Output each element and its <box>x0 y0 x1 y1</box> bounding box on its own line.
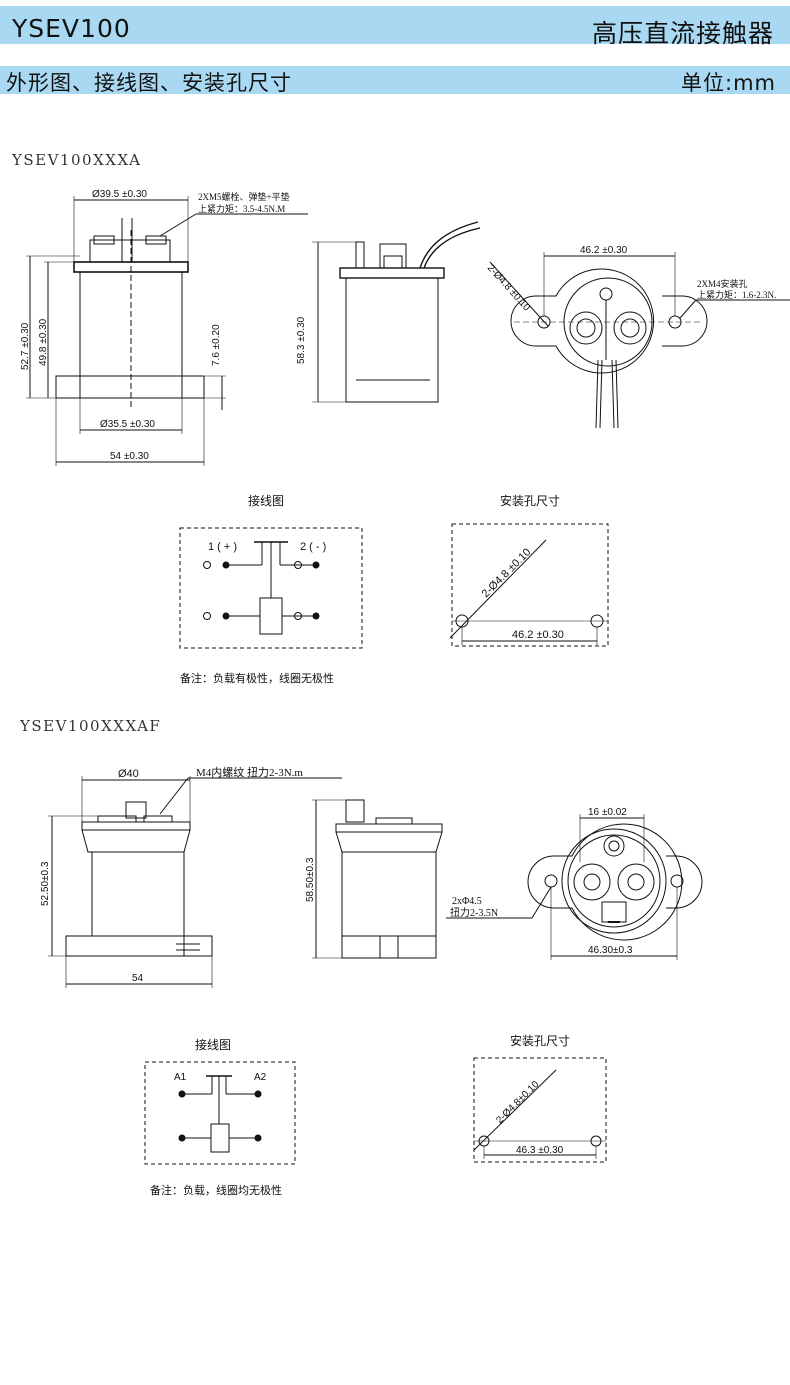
section-title: 外形图、接线图、安装孔尺寸 <box>6 71 292 95</box>
variant-af-wiring-caption: 接线图 <box>195 1038 232 1052</box>
af-thread-note: M4内螺纹 扭力2-3N.m <box>196 765 303 779</box>
variant-af-wiring-diagram: A1 A2 <box>144 1061 296 1165</box>
variant-a-wiring-note: 备注：负载有极性，线圈无极性 <box>180 672 334 685</box>
a-mount-note-2: 上紧力矩：1.6-2.3N. <box>697 289 776 300</box>
a-mount-note-1: 2XM4安装孔 <box>697 278 748 289</box>
a-bolt-note-1: 2XM5螺栓、弹垫+平垫 <box>198 191 290 202</box>
section-bar: 外形图、接线图、安装孔尺寸 单位:mm <box>0 66 790 95</box>
af-mount-span: 46.3 ±0.30 <box>516 1145 564 1156</box>
af-top-terminal-span: 16 ±0.02 <box>588 807 627 818</box>
af-terminal-a2: A2 <box>254 1072 267 1083</box>
af-hole-note-2: 扭力2-3.5N <box>450 906 498 919</box>
af-top-hole-span: 46.30±0.3 <box>588 945 633 956</box>
variant-a-mounting-caption: 安装孔尺寸 <box>500 494 561 508</box>
variant-af-top-view: 16 ±0.02 2xΦ4.5 扭力2-3.5N 46.30±0.3 <box>446 807 703 960</box>
a-front-flange-h: 7.6 ±0.20 <box>211 324 222 366</box>
variant-a-wiring-caption: 接线图 <box>248 494 285 508</box>
af-front-h-total: 52.50±0.3 <box>40 861 51 906</box>
unit-label: 单位:mm <box>681 71 776 95</box>
product-name: 高压直流接触器 <box>591 19 774 48</box>
a-front-h-total: 52.7 ±0.30 <box>20 322 31 370</box>
variant-af-title: YSEV100XXXAF <box>20 717 162 735</box>
variant-af-wiring-note: 备注：负载，线圈均无极性 <box>150 1184 282 1197</box>
a-front-base-w: 54 ±0.30 <box>110 451 149 462</box>
af-side-h-total: 58.50±0.3 <box>305 857 316 902</box>
a-front-top-dia: Ø39.5 ±0.30 <box>92 189 147 200</box>
variant-af-mounting-caption: 安装孔尺寸 <box>510 1034 571 1048</box>
af-front-top-dia: Ø40 <box>118 768 139 780</box>
a-bolt-note-2: 上紧力矩：3.5-4.5N.M <box>198 203 285 214</box>
a-side-h-total: 58.3 ±0.30 <box>296 316 307 364</box>
af-front-base-w: 54 <box>132 973 144 984</box>
a-top-hole-dia: 2-Ø4.8 ±0.10 <box>485 263 532 314</box>
a-terminal-1: 1 ( + ) <box>208 541 237 553</box>
variant-a-mounting-diagram: 2-Ø4.8 ±0.10 46.2 ±0.30 <box>449 523 609 647</box>
a-mount-span: 46.2 ±0.30 <box>512 629 564 641</box>
variant-a-wiring-diagram: 1 ( + ) 2 ( - ) <box>179 527 363 649</box>
a-terminal-2: 2 ( - ) <box>300 541 326 553</box>
af-terminal-a1: A1 <box>174 1072 187 1083</box>
af-mount-hole-dia: 2-Ø4.8±0.10 <box>494 1079 541 1126</box>
variant-af-mounting-diagram: 2-Ø4.8±0.10 46.3 ±0.30 <box>473 1057 607 1163</box>
variant-a-title: YSEV100XXXA <box>12 151 142 169</box>
variant-af-front-view: Ø40 M4内螺纹 扭力2-3N.m 52.50±0.3 54 <box>40 765 342 988</box>
variant-a-front-view: Ø39.5 ±0.30 2XM5螺栓、弹垫+平垫 上紧力矩：3.5-4.5N.M… <box>20 189 308 466</box>
a-top-hole-span: 46.2 ±0.30 <box>580 245 628 256</box>
title-bar: YSEV100 高压直流接触器 <box>0 6 790 48</box>
a-front-h-body: 49.8 ±0.30 <box>38 318 49 366</box>
model-title: YSEV100 <box>12 14 131 43</box>
a-front-body-dia: Ø35.5 ±0.30 <box>100 419 155 430</box>
variant-a-top-view: 46.2 ±0.30 2-Ø4.8 ±0.10 2XM4安装孔 上紧力矩：1.6… <box>485 245 790 429</box>
variant-a-side-view: 58.3 ±0.30 <box>296 221 481 403</box>
variant-af-side-view: 58.50±0.3 <box>305 799 443 959</box>
af-hole-note-1: 2xΦ4.5 <box>452 896 482 907</box>
a-mount-hole-dia: 2-Ø4.8 ±0.10 <box>480 546 534 600</box>
